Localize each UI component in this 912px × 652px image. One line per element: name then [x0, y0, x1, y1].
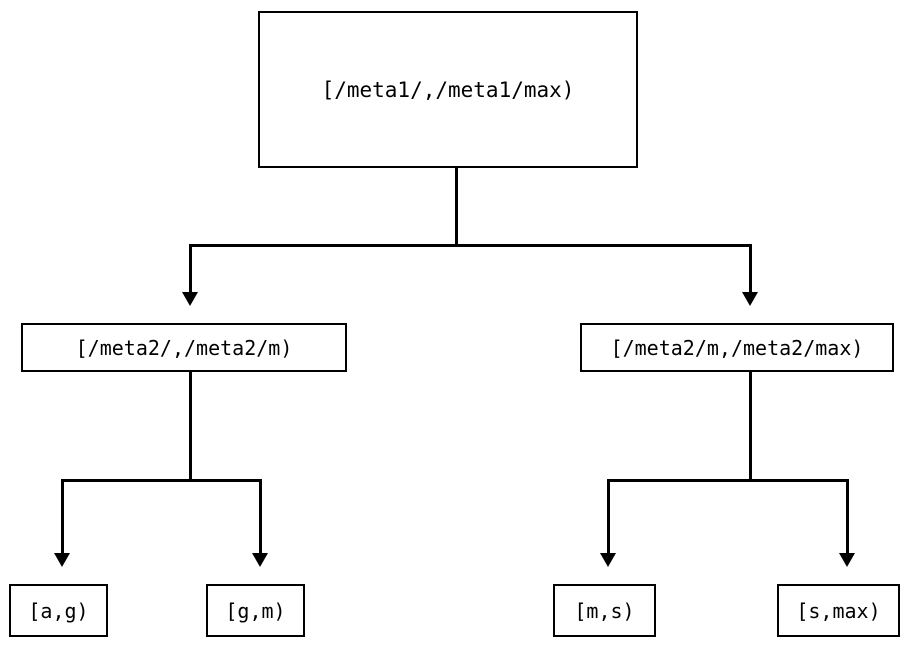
tree-node-leaf-2[interactable]: [g,m) [206, 584, 305, 637]
edge-mid-right-bus [607, 479, 849, 482]
arrowhead-mid-right-to-leaf3 [600, 553, 616, 567]
edge-root-to-mid-right-drop [749, 244, 752, 293]
arrowhead-root-to-mid-right [742, 292, 758, 306]
edge-root-bus [189, 244, 752, 247]
arrowhead-mid-left-to-leaf1 [54, 553, 70, 567]
tree-node-leaf-3-label: [m,s) [574, 598, 635, 623]
tree-node-leaf-4[interactable]: [s,max) [777, 584, 900, 637]
edge-mid-left-stem [189, 372, 192, 482]
tree-node-mid-right[interactable]: [/meta2/m,/meta2/max) [580, 323, 894, 372]
edge-mid-right-to-leaf3-drop [607, 479, 610, 554]
tree-node-mid-left[interactable]: [/meta2/,/meta2/m) [21, 323, 347, 372]
edge-mid-left-bus [61, 479, 262, 482]
arrowhead-mid-right-to-leaf4 [839, 553, 855, 567]
tree-node-root[interactable]: [/meta1/,/meta1/max) [258, 11, 638, 168]
tree-node-leaf-1-label: [a,g) [28, 598, 89, 623]
tree-node-mid-right-label: [/meta2/m,/meta2/max) [610, 335, 864, 360]
edge-root-stem [455, 168, 458, 247]
tree-node-leaf-2-label: [g,m) [225, 598, 286, 623]
edge-mid-right-to-leaf4-drop [846, 479, 849, 554]
edge-root-to-mid-left-drop [189, 244, 192, 293]
tree-node-leaf-4-label: [s,max) [796, 598, 881, 623]
tree-node-leaf-3[interactable]: [m,s) [553, 584, 656, 637]
arrowhead-root-to-mid-left [182, 292, 198, 306]
edge-mid-left-to-leaf1-drop [61, 479, 64, 554]
tree-node-leaf-1[interactable]: [a,g) [9, 584, 108, 637]
edge-mid-right-stem [749, 372, 752, 482]
edge-mid-left-to-leaf2-drop [259, 479, 262, 554]
arrowhead-mid-left-to-leaf2 [252, 553, 268, 567]
tree-node-mid-left-label: [/meta2/,/meta2/m) [75, 335, 293, 360]
tree-node-root-label: [/meta1/,/meta1/max) [321, 77, 575, 102]
